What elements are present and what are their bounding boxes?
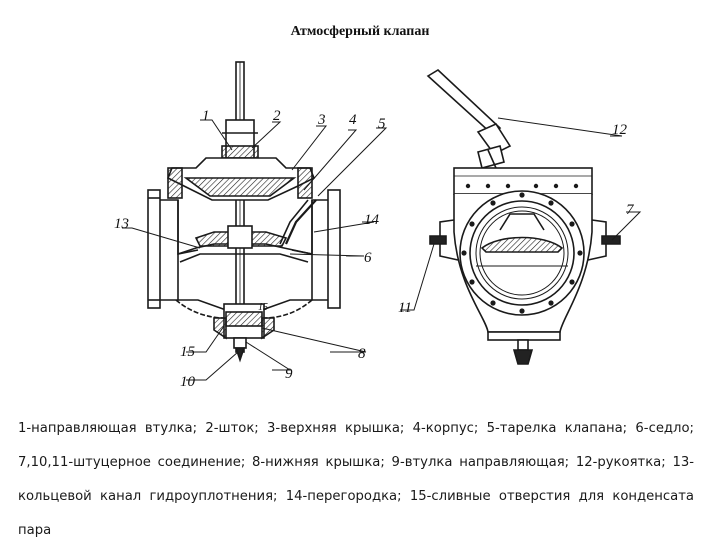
front-leaders xyxy=(400,117,642,311)
callout-3: 3 xyxy=(317,112,326,128)
section-leaders xyxy=(122,119,388,381)
front-view xyxy=(426,69,621,365)
legend-caption: 1-направляющая втулка; 2-шток; 3-верхняя… xyxy=(18,421,694,538)
diagram-title: Атмосферный клапан xyxy=(290,24,430,39)
callout-11: 11 xyxy=(398,300,412,316)
front-housing-top xyxy=(453,167,593,195)
callout-5: 5 xyxy=(378,116,386,132)
callout-8: 8 xyxy=(358,346,366,362)
callout-14: 14 xyxy=(364,212,380,228)
callout-15-small: 15 xyxy=(258,302,268,313)
callout-7: 7 xyxy=(626,202,635,218)
handle xyxy=(426,69,502,136)
bottom-cover xyxy=(175,299,225,319)
callout-10: 10 xyxy=(180,374,196,390)
flange-bolts xyxy=(461,183,583,314)
callout-6: 6 xyxy=(364,250,372,266)
section-view xyxy=(147,61,341,363)
callout-1: 1 xyxy=(202,108,210,124)
callout-9: 9 xyxy=(285,366,293,382)
partition xyxy=(284,199,317,245)
callout-15: 15 xyxy=(180,344,196,360)
callout-2: 2 xyxy=(273,108,281,124)
callout-4: 4 xyxy=(349,112,357,128)
valve-drawing: 1 2 3 4 5 6 7 8 9 10 11 12 13 14 15 15 xyxy=(114,61,642,390)
body-left-flange xyxy=(147,189,161,309)
callout-12: 12 xyxy=(612,122,628,138)
callout-13: 13 xyxy=(114,216,129,232)
body-right-flange xyxy=(327,189,341,309)
callout-labels: 1 2 3 4 5 6 7 8 9 10 11 12 13 14 15 15 xyxy=(114,108,635,390)
